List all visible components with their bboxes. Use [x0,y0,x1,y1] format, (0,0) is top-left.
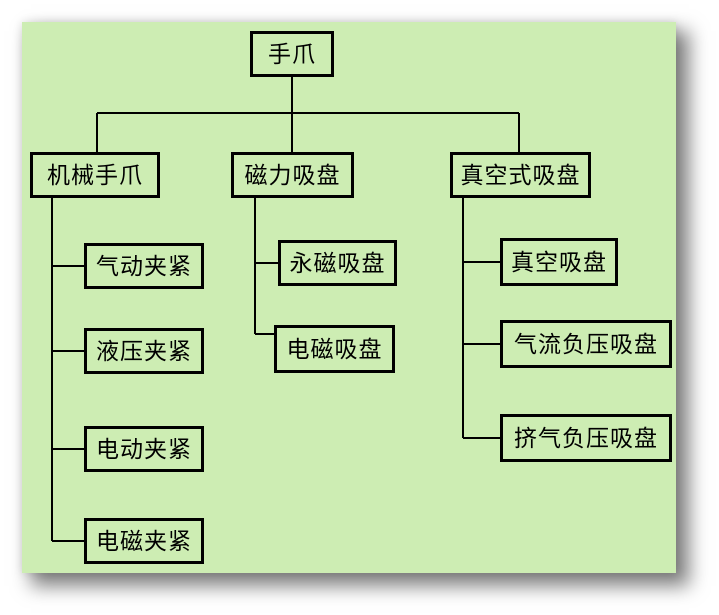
node-permanent-magnet-chuck: 永磁吸盘 [278,240,397,286]
node-pneumatic-clamp: 气动夹紧 [84,243,204,289]
node-vacuum-type-chuck: 真空式吸盘 [450,152,591,198]
node-electromagnetic-chuck: 电磁吸盘 [274,325,395,373]
node-electromagnetic-clamp: 电磁夹紧 [84,518,204,564]
node-electric-clamp: 电动夹紧 [84,426,204,472]
node-root-gripper: 手爪 [250,31,334,77]
node-vacuum-suction-cup: 真空吸盘 [500,238,618,286]
node-squeeze-negative-pressure-cup: 挤气负压吸盘 [500,414,672,462]
node-airflow-negative-pressure-cup: 气流负压吸盘 [500,320,672,368]
diagram-panel [22,22,676,573]
node-hydraulic-clamp: 液压夹紧 [84,328,204,374]
node-magnetic-chuck: 磁力吸盘 [231,152,354,198]
node-mechanical-gripper: 机械手爪 [30,152,160,198]
